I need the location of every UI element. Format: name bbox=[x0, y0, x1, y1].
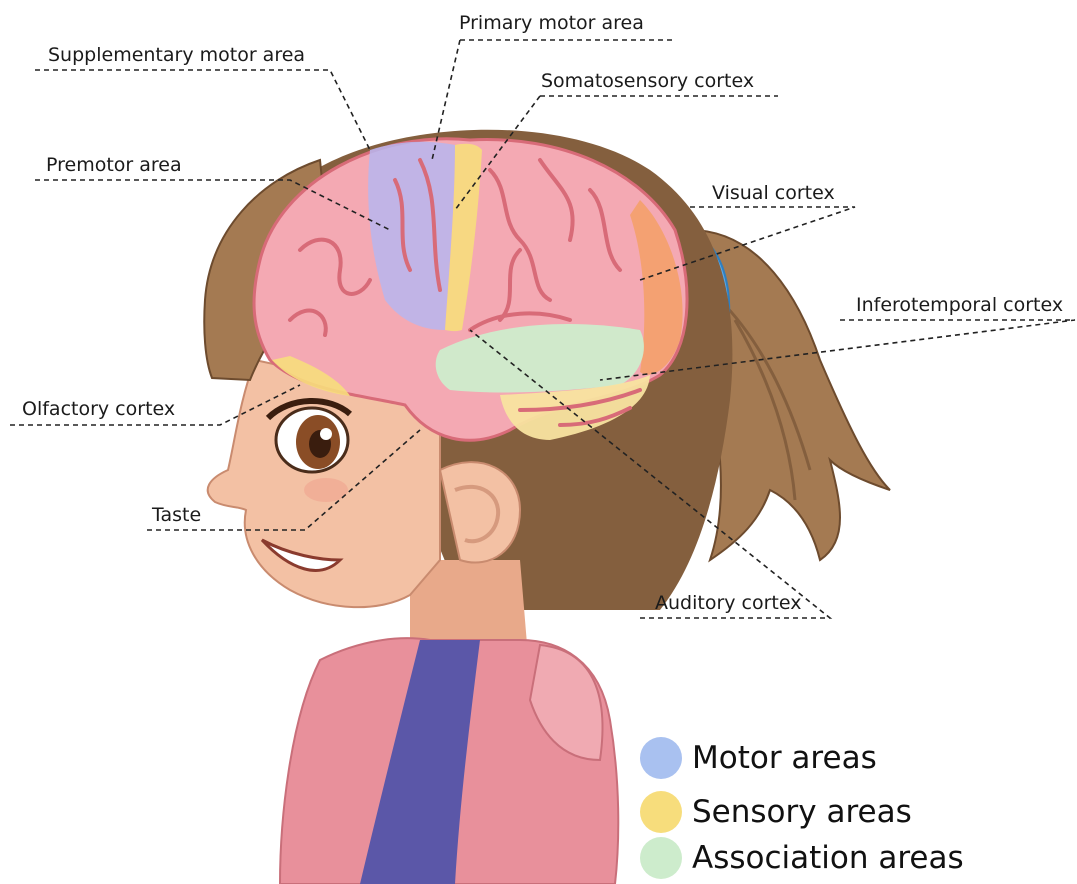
legend-item-association: Association areas bbox=[640, 836, 964, 880]
label-olfactory-cortex: Olfactory cortex bbox=[22, 398, 175, 420]
cheek bbox=[304, 478, 348, 502]
legend-label-sensory: Sensory areas bbox=[692, 794, 912, 830]
label-primary-motor-area: Primary motor area bbox=[459, 12, 644, 34]
label-taste: Taste bbox=[152, 504, 201, 526]
legend-item-sensory: Sensory areas bbox=[640, 790, 912, 834]
label-somatosensory-cortex: Somatosensory cortex bbox=[541, 70, 754, 92]
label-auditory-cortex: Auditory cortex bbox=[655, 592, 801, 614]
label-premotor-area: Premotor area bbox=[46, 154, 182, 176]
legend-label-association: Association areas bbox=[692, 840, 964, 876]
label-inferotemporal-cortex: Inferotemporal cortex bbox=[856, 294, 1063, 316]
legend-item-motor: Motor areas bbox=[640, 736, 877, 780]
legend-label-motor: Motor areas bbox=[692, 740, 877, 776]
legend-swatch-association bbox=[640, 837, 682, 879]
legend-swatch-motor bbox=[640, 737, 682, 779]
label-visual-cortex: Visual cortex bbox=[712, 182, 835, 204]
legend-swatch-sensory bbox=[640, 791, 682, 833]
label-supplementary-motor-area: Supplementary motor area bbox=[48, 44, 305, 66]
